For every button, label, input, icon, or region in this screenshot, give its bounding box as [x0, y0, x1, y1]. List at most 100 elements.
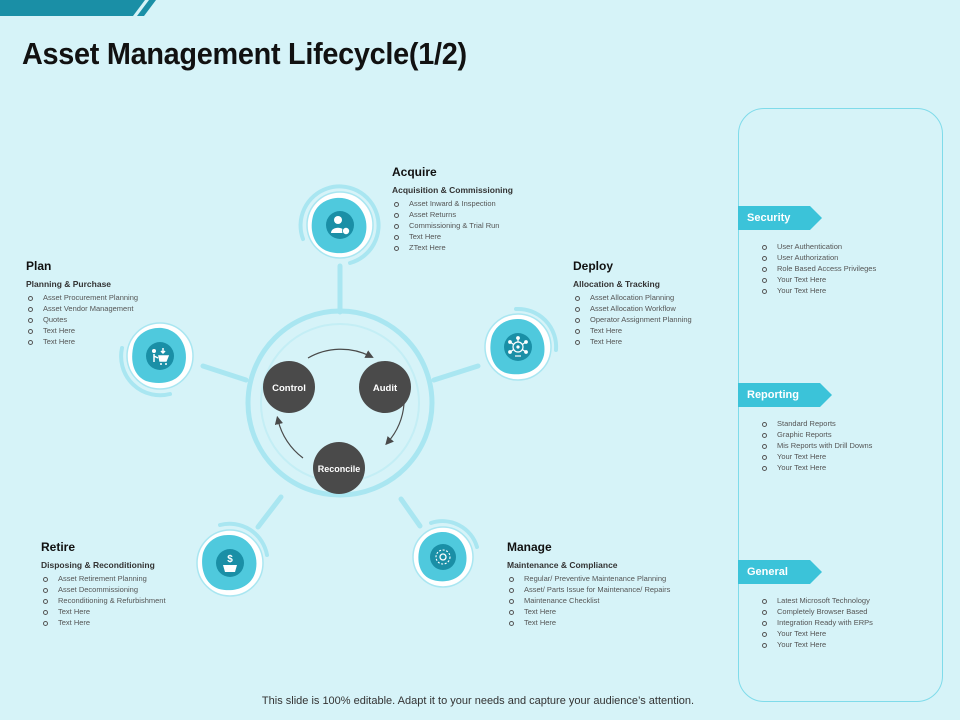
- list-item: Mis Reports with Drill Downs: [760, 440, 872, 451]
- connector-plan: [200, 363, 249, 383]
- list-item: Your Text Here: [760, 462, 872, 473]
- shopping-cart-icon: [152, 348, 170, 365]
- stage-title: Manage: [507, 540, 552, 554]
- list-item: Asset/ Parts Issue for Maintenance/ Repa…: [507, 584, 670, 595]
- dollar-box-icon: $: [223, 554, 237, 572]
- cycle-arrow-top: [307, 348, 374, 359]
- reporting-tag: Reporting: [738, 383, 832, 407]
- list-item: Text Here: [26, 325, 138, 336]
- stage-bullet-list: Asset Retirement Planning Asset Decommis…: [41, 573, 166, 628]
- network-icon: [508, 336, 528, 357]
- plan-icon-badge: [119, 322, 194, 398]
- list-item: Standard Reports: [760, 418, 872, 429]
- connector-deploy: [431, 363, 481, 383]
- acquire-icon-badge: [298, 184, 381, 265]
- gear-icon: [435, 549, 451, 565]
- list-item: Text Here: [26, 336, 138, 347]
- footer-note: This slide is 100% editable. Adapt it to…: [261, 695, 695, 707]
- list-item: Role Based Access Privileges: [760, 263, 876, 274]
- list-item: Asset Returns: [392, 209, 513, 220]
- list-item: Asset Allocation Workflow: [573, 303, 692, 314]
- side-section-reporting: Reporting Standard Reports Graphic Repor…: [738, 383, 872, 473]
- general-bullet-list: Latest Microsoft Technology Completely B…: [760, 595, 873, 650]
- stage-acquire: Acquire Acquisition & Commissioning Asse…: [392, 165, 513, 253]
- stage-title: Retire: [41, 540, 76, 554]
- list-item: Operator Assignment Planning: [573, 314, 692, 325]
- list-item: Asset Allocation Planning: [573, 292, 692, 303]
- list-item: Text Here: [573, 325, 692, 336]
- list-item: Your Text Here: [760, 628, 873, 639]
- list-item: Text Here: [507, 606, 670, 617]
- list-item: Commissioning & Trial Run: [392, 220, 513, 231]
- stage-subtitle: Disposing & Reconditioning: [41, 560, 155, 570]
- list-item: Text Here: [392, 231, 513, 242]
- cycle-arrows: [274, 348, 405, 459]
- list-item: Maintenance Checklist: [507, 595, 670, 606]
- deploy-icon-badge: [484, 306, 559, 381]
- list-item: Quotes: [26, 314, 138, 325]
- stage-bullet-list: Asset Inward & Inspection Asset Returns …: [392, 198, 513, 253]
- list-item: User Authorization: [760, 252, 876, 263]
- list-item: Asset Vendor Management: [26, 303, 138, 314]
- list-item: Asset Inward & Inspection: [392, 198, 513, 209]
- svg-text:$: $: [227, 554, 233, 565]
- list-item: Completely Browser Based: [760, 606, 873, 617]
- cycle-outer-ring: [245, 308, 435, 498]
- list-item: User Authentication: [760, 241, 876, 252]
- list-item: Asset Retirement Planning: [41, 573, 166, 584]
- security-tag: Security: [738, 206, 822, 230]
- stage-subtitle: Acquisition & Commissioning: [392, 185, 513, 195]
- stage-title: Plan: [26, 259, 52, 273]
- list-item: Text Here: [573, 336, 692, 347]
- retire-icon-badge: $: [196, 521, 269, 597]
- general-tag: General: [738, 560, 822, 584]
- list-item: Asset Procurement Planning: [26, 292, 138, 303]
- stage-manage: Manage Maintenance & Compliance Regular/…: [507, 540, 670, 628]
- list-item: Text Here: [41, 617, 166, 628]
- page-title: Asset Management Lifecycle(1/2): [22, 36, 467, 71]
- stage-subtitle: Allocation & Tracking: [573, 279, 660, 289]
- manage-icon-badge: [412, 519, 479, 588]
- cycle-node-label: Audit: [373, 383, 398, 394]
- list-item: Your Text Here: [760, 285, 876, 296]
- cycle-node-reconcile: Reconcile: [313, 442, 365, 494]
- stage-plan: Plan Planning & Purchase Asset Procureme…: [26, 259, 138, 347]
- stage-bullet-list: Asset Allocation Planning Asset Allocati…: [573, 292, 692, 347]
- cycle-node-label: Reconcile: [318, 464, 361, 474]
- list-item: Your Text Here: [760, 639, 873, 650]
- list-item: Your Text Here: [760, 274, 876, 285]
- stage-retire: Retire Disposing & Reconditioning Asset …: [41, 540, 166, 628]
- stage-subtitle: Maintenance & Compliance: [507, 560, 618, 570]
- stage-deploy: Deploy Allocation & Tracking Asset Alloc…: [573, 259, 692, 347]
- list-item: Regular/ Preventive Maintenance Planning: [507, 573, 670, 584]
- cycle-node-control: Control: [263, 361, 315, 413]
- list-item: Reconditioning & Refurbishment: [41, 595, 166, 606]
- stage-bullet-list: Regular/ Preventive Maintenance Planning…: [507, 573, 670, 628]
- stage-title: Deploy: [573, 259, 614, 273]
- list-item: Text Here: [41, 606, 166, 617]
- user-money-icon: [331, 216, 350, 235]
- top-banner: [0, 0, 156, 16]
- side-section-general: General Latest Microsoft Technology Comp…: [738, 560, 873, 650]
- reporting-bullet-list: Standard Reports Graphic Reports Mis Rep…: [760, 418, 872, 473]
- stage-title: Acquire: [392, 165, 437, 179]
- list-item: ZText Here: [392, 242, 513, 253]
- cycle-arrow-left: [274, 415, 304, 459]
- cycle-node-label: Control: [272, 383, 306, 394]
- security-bullet-list: User Authentication User Authorization R…: [760, 241, 876, 296]
- list-item: Your Text Here: [760, 451, 872, 462]
- side-section-security: Security User Authentication User Author…: [738, 206, 876, 296]
- list-item: Integration Ready with ERPs: [760, 617, 873, 628]
- stage-subtitle: Planning & Purchase: [26, 279, 112, 289]
- connector-manage: [398, 496, 423, 529]
- connector-lines: [200, 263, 481, 530]
- list-item: Text Here: [507, 617, 670, 628]
- stage-bullet-list: Asset Procurement Planning Asset Vendor …: [26, 292, 138, 347]
- list-item: Graphic Reports: [760, 429, 872, 440]
- list-item: Asset Decommissioning: [41, 584, 166, 595]
- cycle-arrow-right: [385, 403, 405, 446]
- list-item: Latest Microsoft Technology: [760, 595, 873, 606]
- connector-retire: [255, 494, 284, 530]
- cycle-node-audit: Audit: [359, 361, 411, 413]
